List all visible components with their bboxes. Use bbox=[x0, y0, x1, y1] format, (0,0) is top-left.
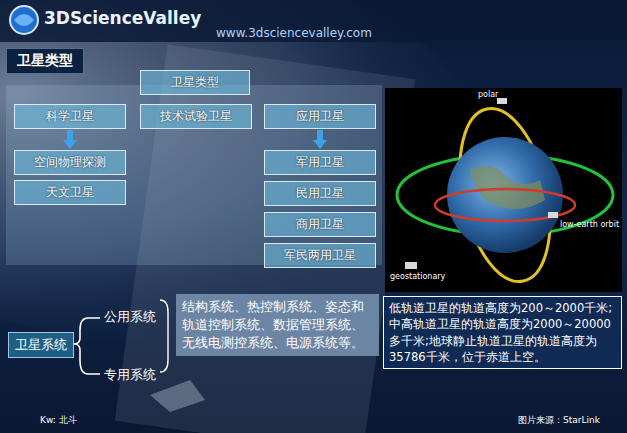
flow-arrow bbox=[67, 130, 73, 141]
orbit-label: low-earth orbit bbox=[560, 220, 619, 229]
node-text: 卫星类型 bbox=[145, 74, 245, 91]
node-text: 军用卫星 bbox=[269, 154, 371, 171]
node-text: 卫星系统 bbox=[13, 336, 69, 354]
page-title: 卫星类型 bbox=[6, 48, 84, 74]
type-box: 军民两用卫星 bbox=[264, 243, 376, 268]
system-box: 卫星系统 bbox=[8, 332, 74, 358]
branch-label: 专用系统 bbox=[104, 366, 156, 384]
node-text: 商用卫星 bbox=[269, 216, 371, 233]
branch-label: 公用系统 bbox=[104, 308, 156, 326]
node-text: 空间物理探测 bbox=[19, 154, 121, 171]
type-box: 天文卫星 bbox=[14, 180, 126, 205]
type-box: 民用卫星 bbox=[264, 181, 376, 206]
node-text: 应用卫星 bbox=[269, 108, 371, 125]
type-box: 商用卫星 bbox=[264, 212, 376, 237]
orbit-label: polar bbox=[478, 90, 498, 99]
arrow-head bbox=[313, 140, 327, 149]
flow-arrow bbox=[317, 130, 323, 141]
node-text: 技术试验卫星 bbox=[145, 108, 247, 125]
orbit-label: geostationary bbox=[390, 272, 445, 281]
orbit-note-box: 低轨道卫星的轨道高度为200～2000千米;中高轨道卫星的轨道高度为2000～2… bbox=[383, 296, 622, 369]
category-box: 应用卫星 bbox=[264, 104, 376, 129]
category-box: 技术试验卫星 bbox=[140, 104, 252, 129]
arrow-head bbox=[63, 140, 77, 149]
node-text: 军民两用卫星 bbox=[269, 247, 371, 264]
category-box: 科学卫星 bbox=[14, 104, 126, 129]
url-text: www.3dsciencevalley.com bbox=[216, 26, 372, 40]
node-text: 低轨道卫星的轨道高度为200～2000千米;中高轨道卫星的轨道高度为2000～2… bbox=[389, 300, 616, 365]
root-box: 卫星类型 bbox=[140, 70, 250, 95]
node-text: 结构系统、热控制系统、姿态和轨道控制系统、数据管理系统、无线电测控系统、电源系统… bbox=[182, 298, 373, 352]
subsystem-list-box: 结构系统、热控制系统、姿态和轨道控制系统、数据管理系统、无线电测控系统、电源系统… bbox=[176, 294, 379, 356]
logo-text: 3DScienceValley bbox=[44, 8, 201, 28]
node-text: 科学卫星 bbox=[19, 108, 121, 125]
keyword-note: Kw: 北斗 bbox=[40, 414, 77, 427]
type-box: 军用卫星 bbox=[264, 150, 376, 175]
type-box: 空间物理探测 bbox=[14, 150, 126, 175]
node-text: 天文卫星 bbox=[19, 184, 121, 201]
node-text: 民用卫星 bbox=[269, 185, 371, 202]
source-note: 图片来源：StarLink bbox=[518, 414, 600, 427]
